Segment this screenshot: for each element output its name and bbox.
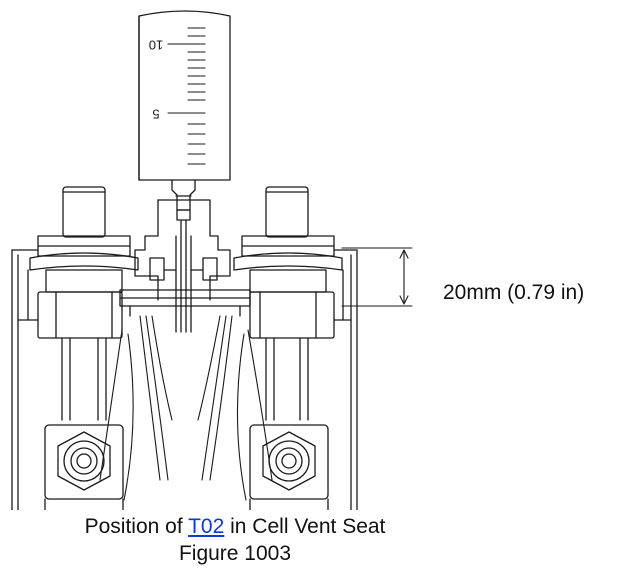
syringe-tip: [171, 179, 196, 211]
t02-link[interactable]: T02: [188, 515, 225, 538]
dimension-arrow-top: [399, 249, 409, 259]
dimension-label: 20mm (0.79 in): [443, 281, 585, 304]
dimension-arrow-bottom: [399, 295, 409, 305]
inner-plates: [99, 315, 273, 501]
left-terminal-post: [29, 186, 139, 421]
lower-hex-nuts: [44, 424, 329, 510]
syringe: [138, 10, 231, 333]
cell-vent-seat-drawing: 10 5: [11, 10, 413, 510]
dimension-annotation: [341, 247, 413, 307]
syringe-mark-5: 5: [152, 107, 159, 122]
syringe-barrel: [138, 10, 231, 181]
right-terminal-post: [233, 186, 343, 421]
vent-seat: [119, 199, 251, 333]
caption-prefix: Position of: [84, 515, 189, 538]
syringe-mark-10: 10: [149, 38, 163, 53]
caption-title: Position of T02 in Cell Vent Seat: [0, 515, 470, 539]
cell-walls: [11, 249, 358, 510]
syringe-scale: [167, 27, 206, 165]
figure-number: Figure 1003: [178, 542, 292, 565]
caption-suffix: in Cell Vent Seat: [224, 515, 386, 538]
